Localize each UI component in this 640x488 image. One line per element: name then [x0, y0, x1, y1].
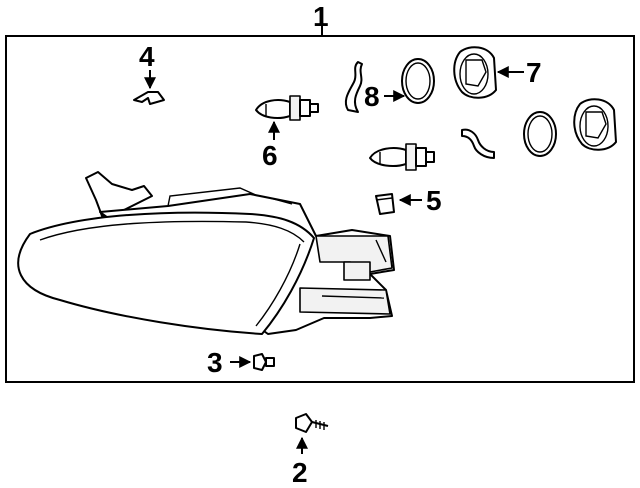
callout-4: 4 — [139, 41, 155, 72]
part-7-bulb-socket: 7 — [453, 46, 542, 99]
callout-3: 3 — [207, 347, 223, 378]
second-headlamp-bulb — [369, 143, 435, 171]
callout-7: 7 — [526, 57, 542, 88]
callout-5: 5 — [426, 185, 442, 216]
part-2-bolt: 2 — [292, 413, 329, 488]
callout-6: 6 — [262, 140, 278, 171]
assembly-frame — [5, 22, 635, 383]
callout-8: 8 — [364, 81, 380, 112]
part-5-clip-nut: 5 — [375, 185, 442, 216]
callout-2: 2 — [292, 457, 308, 488]
part-4-retainer-clip: 4 — [133, 41, 165, 105]
part-6-headlamp-bulb: 6 — [255, 95, 319, 171]
second-seal-and-socket — [461, 98, 617, 159]
part-8-seal-ring: 8 — [344, 58, 435, 113]
part-3-screw: 3 — [207, 347, 275, 378]
headlamp-housing — [17, 171, 395, 335]
callout-1: 1 — [313, 1, 329, 32]
